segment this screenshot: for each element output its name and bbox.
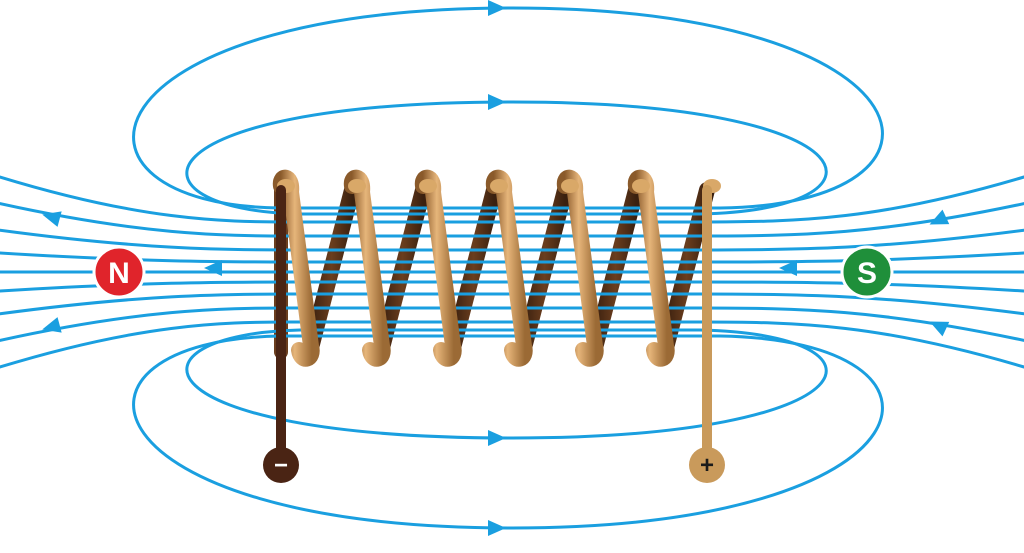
- coil-front-strand: [485, 169, 533, 367]
- field-arrows: [42, 0, 950, 536]
- coil-front-strand: [627, 169, 675, 367]
- arrow-icon: [42, 317, 62, 333]
- negative-terminal: −: [263, 447, 299, 483]
- coil-leads: [276, 185, 712, 465]
- arrow-icon: [204, 260, 222, 276]
- coil-front-strand: [272, 169, 320, 367]
- coil-front-strand: [414, 169, 462, 367]
- arrow-icon: [488, 430, 506, 446]
- north-pole-label: N: [108, 257, 130, 290]
- arrow-icon: [929, 321, 950, 337]
- south-pole-badge: S: [840, 245, 894, 299]
- positive-terminal-circle: [689, 447, 725, 483]
- positive-terminal: +: [689, 447, 725, 483]
- coil-top-cap: [632, 179, 650, 193]
- field-loop-4: [185, 328, 828, 440]
- coil-top-cap: [561, 179, 579, 193]
- arrow-icon: [929, 209, 950, 225]
- arrow-icon: [779, 260, 797, 276]
- coil-top-cap: [419, 179, 437, 193]
- south-pole-circle: [840, 245, 894, 299]
- negative-terminal-circle: [263, 447, 299, 483]
- arrow-icon: [42, 211, 62, 227]
- north-pole-circle: [92, 245, 146, 299]
- south-pole-label: S: [857, 257, 877, 290]
- coil-top-cap: [348, 179, 366, 193]
- north-pole-badge: N: [92, 245, 146, 299]
- negative-terminal-label: −: [274, 452, 288, 479]
- positive-terminal-label: +: [700, 452, 714, 479]
- arrow-icon: [488, 0, 506, 16]
- coil-front-strand: [556, 169, 604, 367]
- arrow-icon: [488, 94, 506, 110]
- coil-top-cap: [490, 179, 508, 193]
- coil-front-strand: [343, 169, 391, 367]
- arrow-icon: [488, 520, 506, 536]
- field-loop-3: [132, 334, 884, 530]
